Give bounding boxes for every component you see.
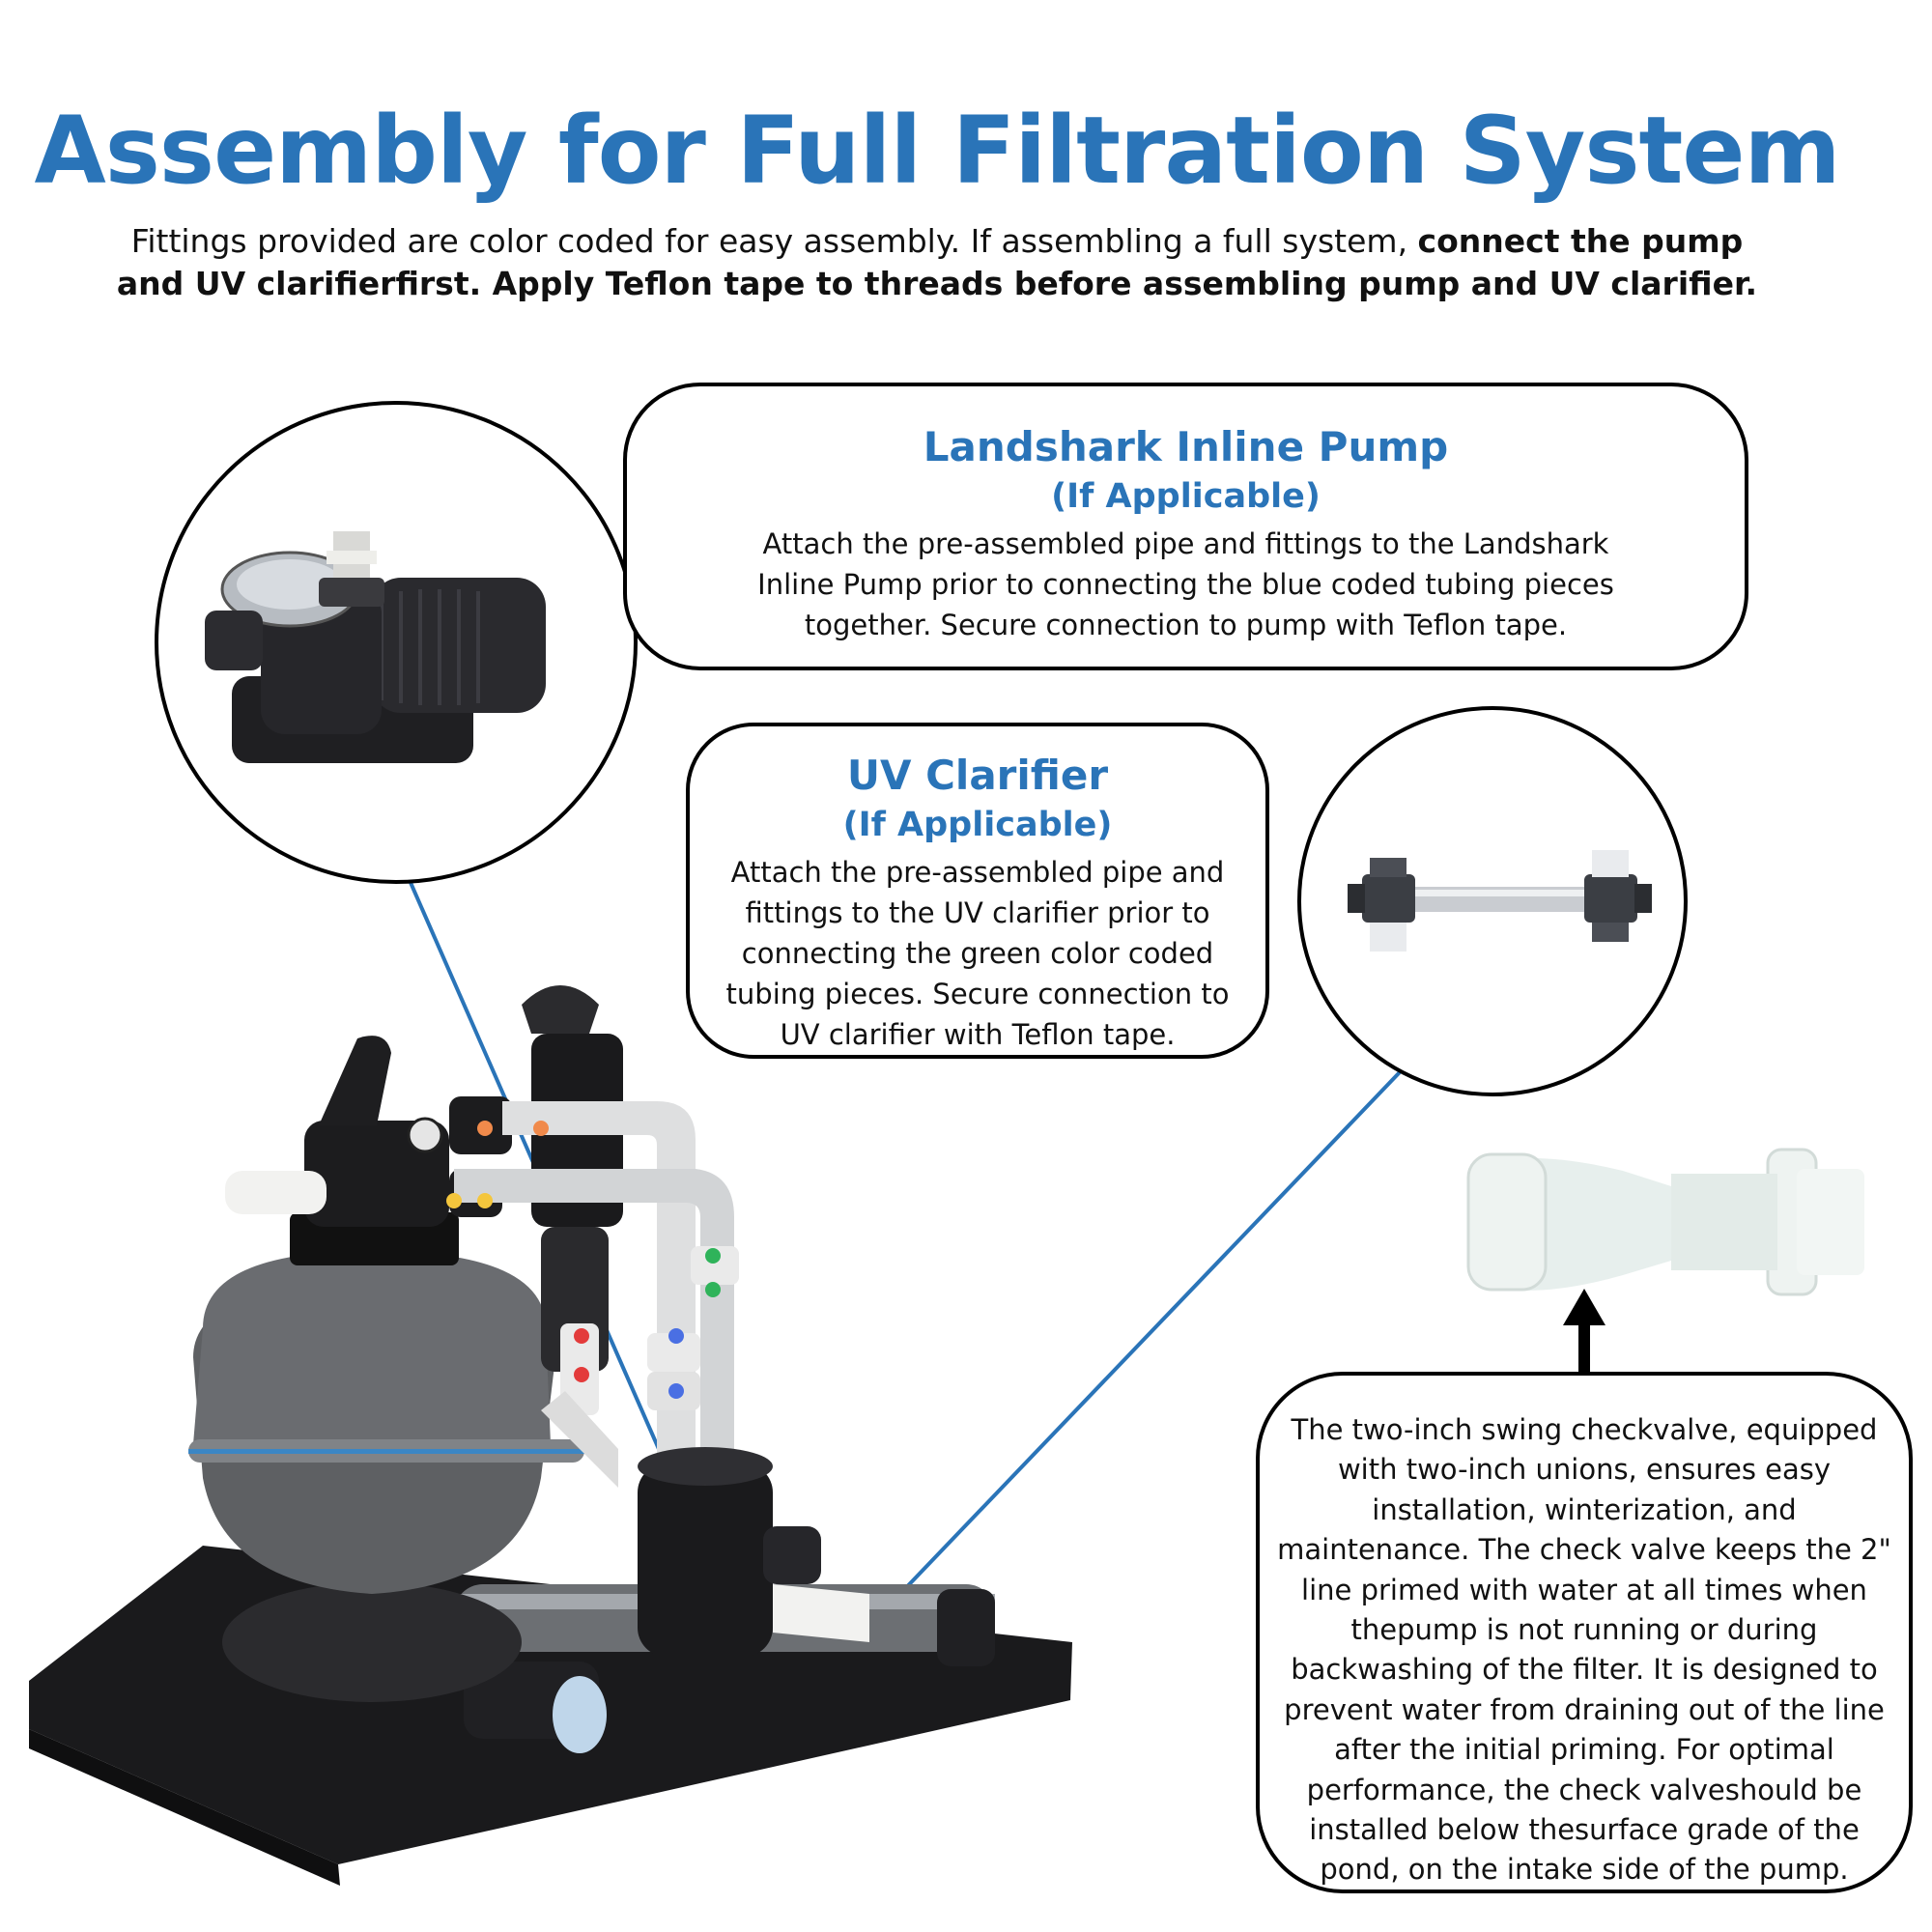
page-title: Assembly for Full Filtration System [34,97,1840,205]
uv-clarifier-icon [1297,706,1688,1096]
intro-bold: connect the pump and UV clarifierfirst. … [116,222,1758,302]
intro-text: Fittings provided are color coded for ea… [116,220,1758,305]
pump-callout-title: Landshark Inline Pump [923,423,1449,470]
uv-callout-body: Attach the pre-assembled pipe and fittin… [725,856,1230,1051]
check-valve-callout: The two-inch swing checkvalve, equipped … [1256,1372,1913,1893]
uv-leader-line [872,1049,1422,1623]
pump-callout-subtitle: (If Applicable) [1051,477,1321,516]
check-valve-callout-body: The two-inch swing checkvalve, equipped … [1277,1413,1891,1887]
arrow-up-icon [1563,1289,1605,1372]
pump-callout-body: Attach the pre-assembled pipe and fittin… [757,527,1614,641]
filtration-system-icon [29,985,1072,1886]
inline-pump-icon [155,401,638,884]
pump-callout: Landshark Inline Pump (If Applicable) At… [623,383,1748,670]
uv-callout-subtitle: (If Applicable) [842,806,1113,844]
uv-callout: UV Clarifier (If Applicable) Attach the … [686,723,1269,1059]
check-valve-icon [1466,1148,1864,1296]
intro-regular: Fittings provided are color coded for ea… [130,222,1418,260]
uv-callout-title: UV Clarifier [846,752,1109,799]
